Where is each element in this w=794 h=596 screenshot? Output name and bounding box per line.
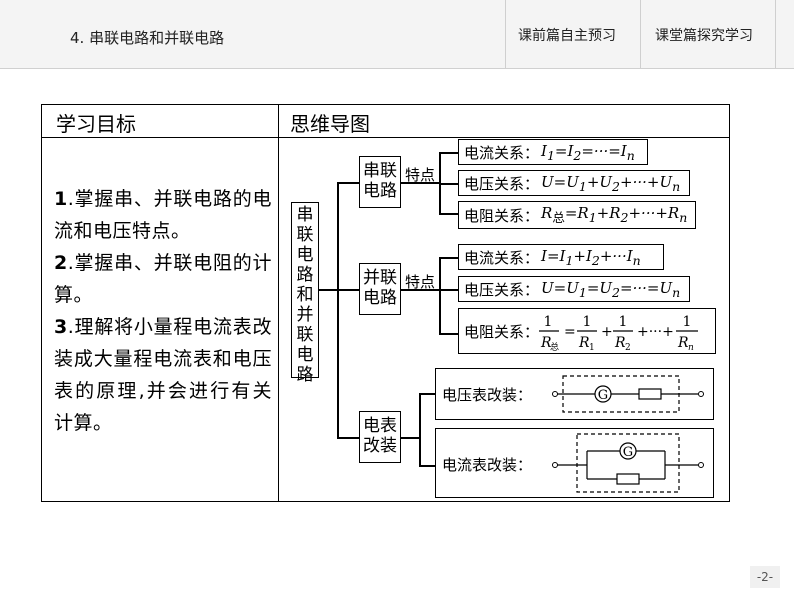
goal-item: 3.理解将小量程电流表改装成大量程电流表和电压表的原理,并会进行有关计算。 xyxy=(54,316,272,434)
table-column-line xyxy=(278,105,279,501)
meter-conversion-label: 电表改装 xyxy=(363,416,397,456)
series-circuit-label: 串联电路 xyxy=(363,161,397,201)
parallel-circuit-node xyxy=(359,263,401,315)
series-feature-label: 特点 xyxy=(405,166,436,184)
mindmap-header: 思维导图 xyxy=(290,112,370,136)
voltmeter-conversion-label: 电压表改装： xyxy=(442,386,533,404)
svg-text:1: 1 xyxy=(683,314,692,330)
parallel-current-relation: 电流关系：I=I1+I2+···In xyxy=(458,244,664,270)
tab-explore[interactable]: 课堂篇探究学习 xyxy=(655,28,753,44)
tab-divider xyxy=(775,0,776,68)
svg-text:1: 1 xyxy=(544,314,553,330)
svg-text:G: G xyxy=(623,445,633,460)
svg-text:R: R xyxy=(677,335,689,351)
tab-divider xyxy=(640,0,641,68)
svg-text:R: R xyxy=(578,335,590,351)
svg-text:+···+: +···+ xyxy=(637,324,674,340)
svg-text:R: R xyxy=(614,335,626,351)
svg-text:G: G xyxy=(598,388,608,403)
parallel-feature-label: 特点 xyxy=(405,273,436,291)
svg-text:R: R xyxy=(540,335,552,351)
content-table: 学习目标 思维导图 1.掌握串、并联电路的电流和电压特点。 2.掌握串、并联电阻… xyxy=(41,104,730,502)
parallel-voltage-relation: 电压关系：U=U1=U2=···=Un xyxy=(458,276,690,302)
ammeter-conversion-label: 电流表改装： xyxy=(442,456,533,474)
series-current-relation: 电流关系：I1=I2=···=In xyxy=(458,139,648,165)
svg-text:1: 1 xyxy=(589,343,595,353)
page-number: -2- xyxy=(750,566,780,588)
mindmap-root xyxy=(291,202,319,378)
tab-preview[interactable]: 课前篇自主预习 xyxy=(518,28,616,44)
voltmeter-conversion-box: 电压表改装： G xyxy=(435,368,714,420)
page-title: 4. 串联电路和并联电路 xyxy=(70,29,225,47)
mindmap-root-label: 串联电路和并联电路 xyxy=(296,205,314,385)
ammeter-circuit-diagram: G xyxy=(552,433,704,493)
goals-header: 学习目标 xyxy=(56,112,136,136)
svg-text:+: + xyxy=(601,324,613,340)
parallel-circuit-label: 并联电路 xyxy=(363,268,397,308)
header-bar: 4. 串联电路和并联电路 课前篇自主预习 课堂篇探究学习 xyxy=(0,0,794,69)
series-circuit-node xyxy=(359,156,401,208)
series-voltage-relation: 电压关系：U=U1+U2+···+Un xyxy=(458,170,690,196)
goal-item: 1.掌握串、并联电路的电流和电压特点。 xyxy=(54,188,272,242)
tab-divider xyxy=(505,0,506,68)
svg-text:1: 1 xyxy=(619,314,628,330)
svg-text:2: 2 xyxy=(625,343,631,353)
parallel-resistance-formula: 1 R 总 = 1 R 1 + 1 R 2 +···+ 1 R n xyxy=(539,314,699,353)
svg-text:总: 总 xyxy=(550,341,559,353)
svg-text:n: n xyxy=(688,343,694,353)
meter-conversion-node xyxy=(359,411,401,463)
ammeter-conversion-box: 电流表改装： G xyxy=(435,428,714,498)
voltmeter-circuit-diagram: G xyxy=(552,375,704,413)
goals-list: 1.掌握串、并联电路的电流和电压特点。 2.掌握串、并联电阻的计算。 3.理解将… xyxy=(54,183,272,439)
parallel-resistance-relation: 电阻关系： 1 R 总 = 1 R 1 + 1 R 2 +···+ 1 R n xyxy=(458,308,716,354)
series-resistance-relation: 电阻关系：R总=R1+R2+···+Rn xyxy=(458,201,696,229)
svg-text:=: = xyxy=(564,324,576,340)
table-header-line xyxy=(42,137,729,138)
svg-text:1: 1 xyxy=(583,314,592,330)
goal-item: 2.掌握串、并联电阻的计算。 xyxy=(54,252,272,306)
